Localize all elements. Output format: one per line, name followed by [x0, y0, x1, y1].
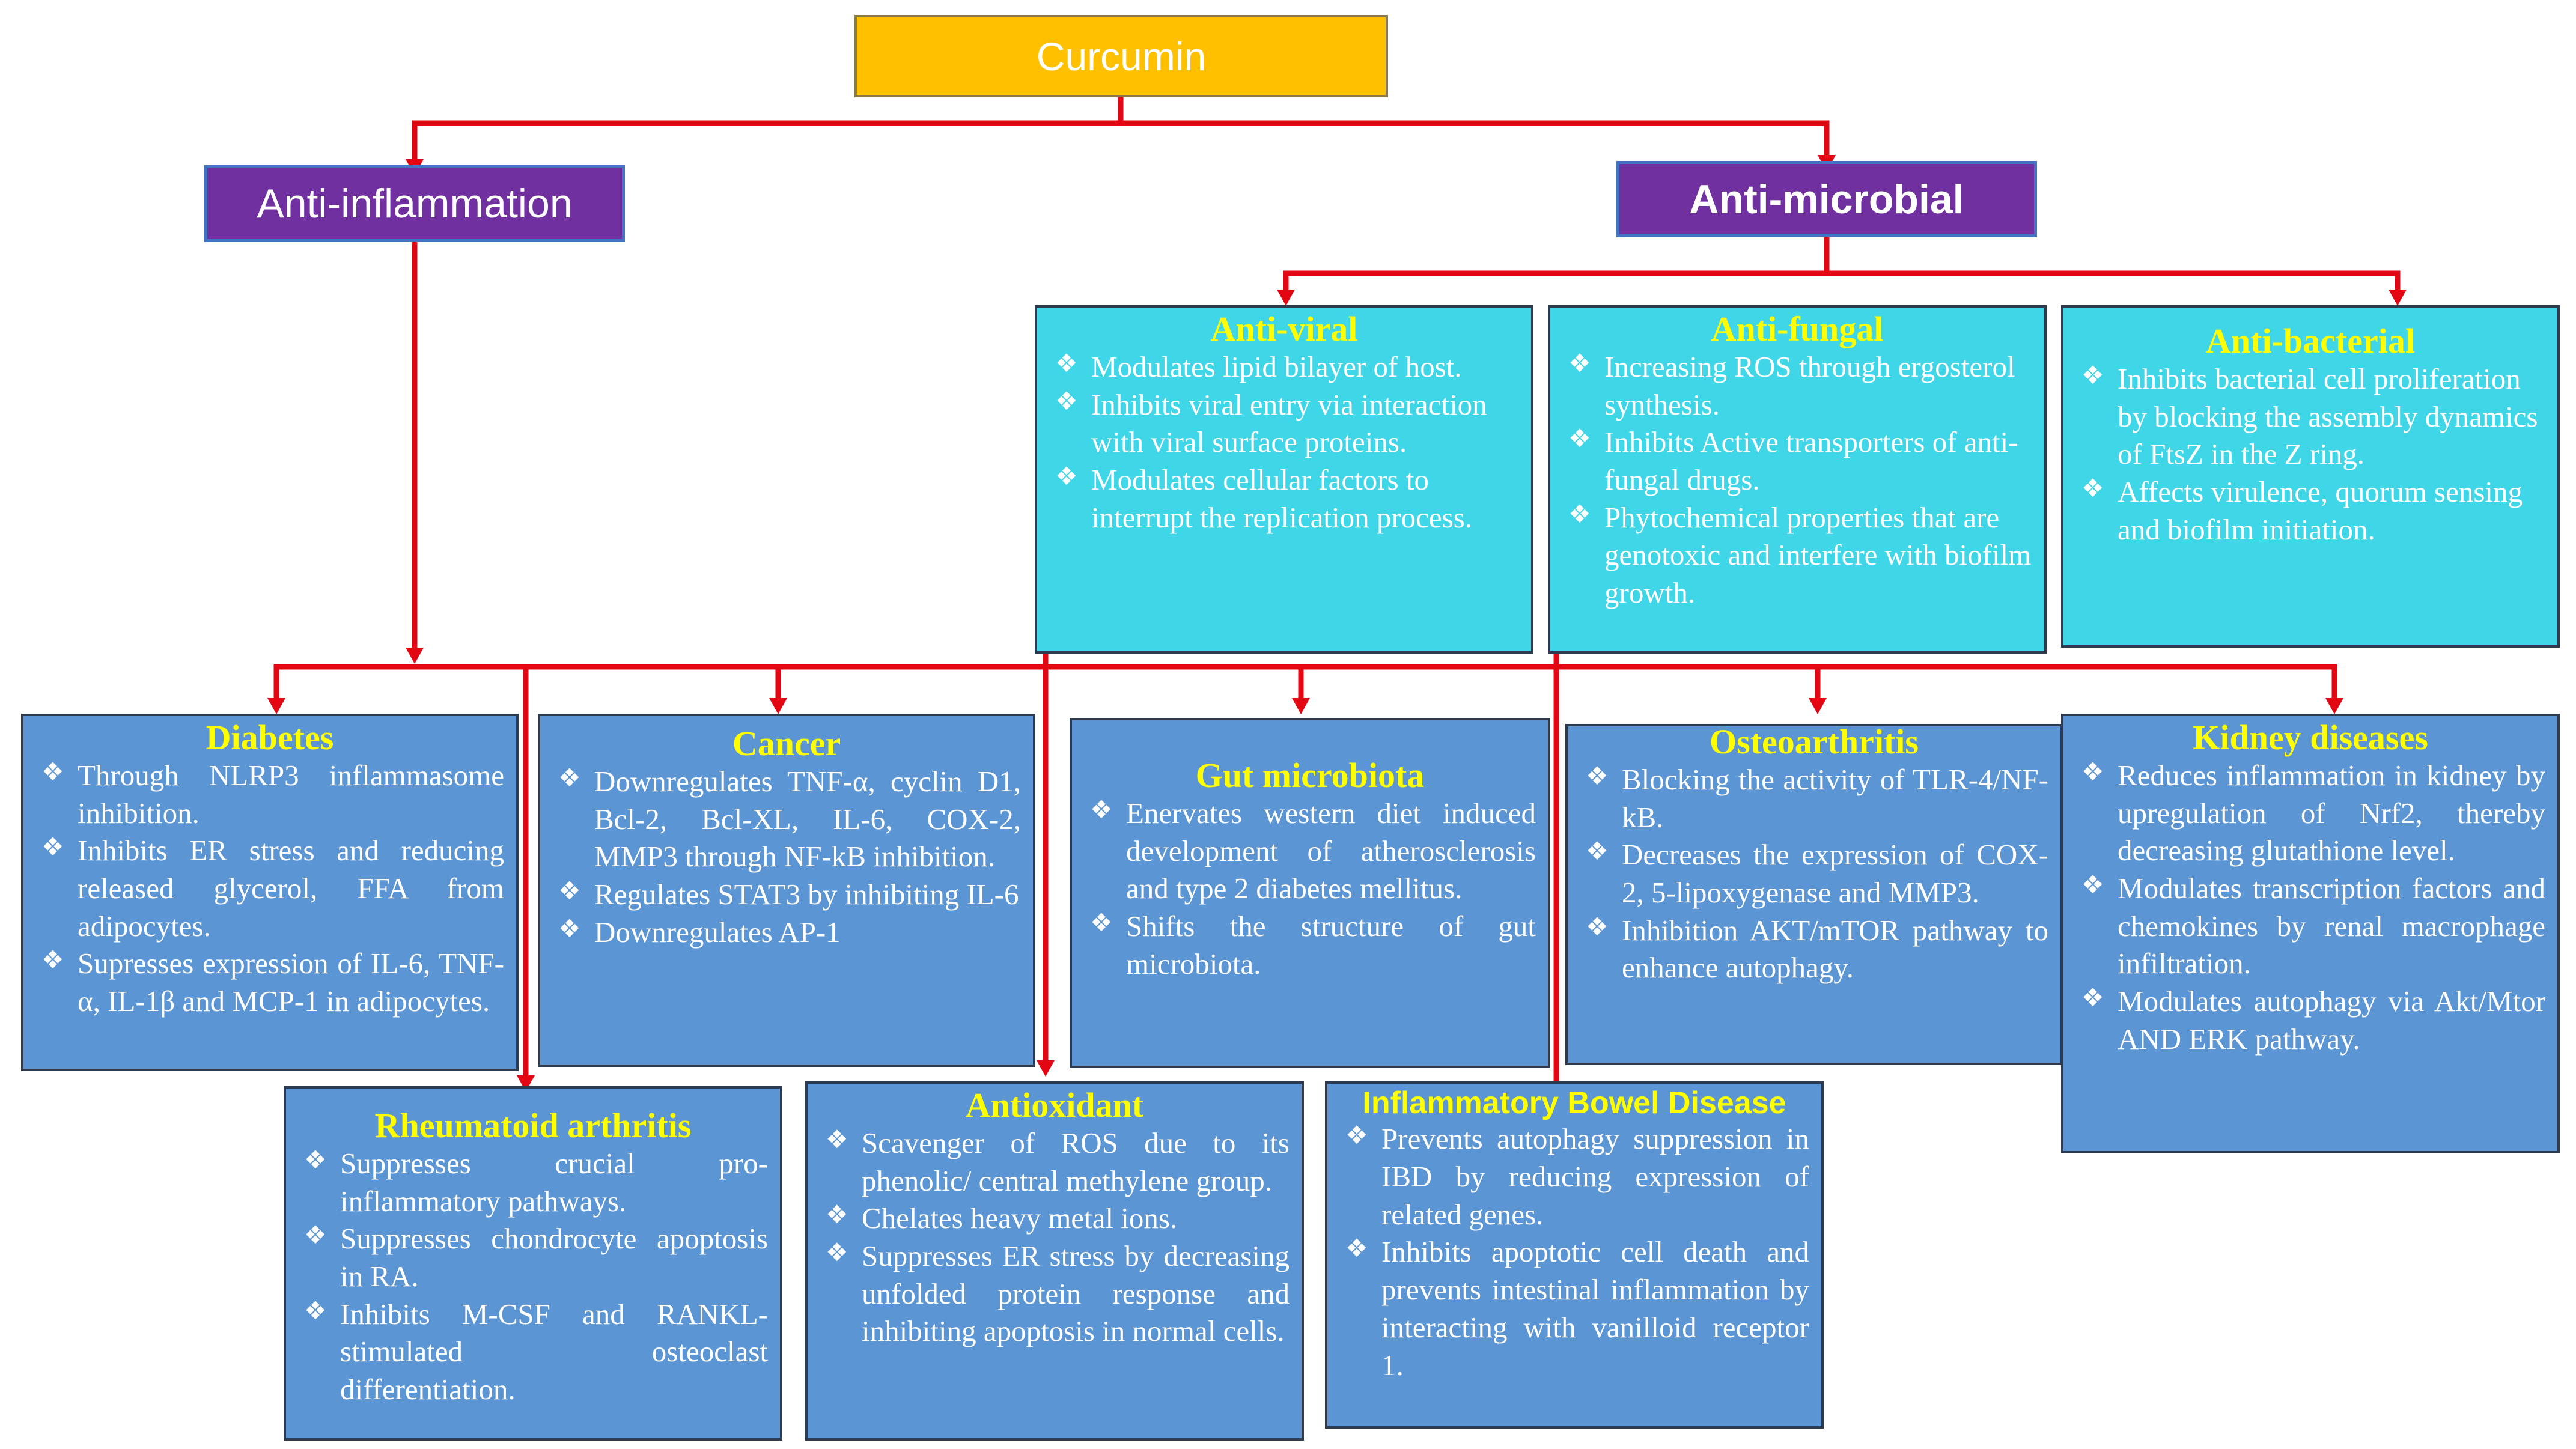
list-item: Modulates cellular factors to interrupt … [1053, 460, 1519, 536]
box-title: Kidney diseases [2193, 718, 2428, 757]
list-item: Inhibits bacterial cell proliferation by… [2079, 359, 2545, 473]
list-item: Chelates heavy metal ions. [823, 1198, 1290, 1238]
box-title: Anti-bacterial [2206, 321, 2415, 360]
box-inflammatory-bowel-disease: Inflammatory Bowel Disease Prevents auto… [1325, 1081, 1824, 1429]
list-item: Modulates lipid bilayer of host. [1053, 347, 1519, 386]
root-label: Curcumin [1036, 34, 1207, 79]
list-item: Inhibits ER stress and reducing released… [39, 831, 504, 945]
list-item: Shifts the structure of gut microbiota. [1088, 907, 1536, 983]
list-item: Inhibits apoptotic cell death and preven… [1343, 1232, 1809, 1384]
box-anti-bacterial: Anti-bacterial Inhibits bacterial cell p… [2061, 305, 2560, 648]
box-anti-viral: Anti-viral Modulates lipid bilayer of ho… [1035, 305, 1533, 654]
box-title: Diabetes [206, 718, 334, 757]
list-item: Enervates western diet induced developme… [1088, 794, 1536, 908]
list-item: Scavenger of ROS due to its phenolic/ ce… [823, 1123, 1290, 1200]
list-item: Through NLRP3 inflammasome inhibition. [39, 756, 504, 832]
box-title: Antioxidant [965, 1086, 1144, 1125]
box-title: Gut microbiota [1195, 756, 1425, 795]
box-cancer: Cancer Downregulates TNF-α, cyclin D1, B… [538, 714, 1035, 1067]
box-rheumatoid-arthritis: Rheumatoid arthritis Suppresses crucial … [284, 1086, 782, 1441]
list-item: Regulates STAT3 by inhibiting IL-6 [556, 875, 1021, 914]
box-anti-fungal: Anti-fungal Increasing ROS through ergos… [1548, 305, 2047, 654]
connector-microbial [1283, 234, 2401, 299]
box-title: Rheumatoid arthritis [374, 1106, 692, 1145]
list-item: Inhibits M-CSF and RANKL-stimulated oste… [302, 1295, 768, 1409]
list-item: Suppresses crucial pro-inflammatory path… [302, 1144, 768, 1220]
list-item: Affects virulence, quorum sensing and bi… [2079, 472, 2545, 548]
category-label: Anti-inflammation [257, 181, 573, 226]
box-antioxidant: Antioxidant Scavenger of ROS due to its … [805, 1081, 1304, 1441]
root-curcumin: Curcumin [854, 15, 1388, 97]
list-item: Suppresses chondrocyte apoptosis in RA. [302, 1219, 768, 1295]
list-item: Inhibits viral entry via interaction wit… [1053, 385, 1519, 461]
list-item: Downregulates AP-1 [556, 913, 1021, 952]
list-item: Reduces inflammation in kidney by upregu… [2079, 756, 2545, 870]
box-title: Osteoarthritis [1710, 724, 1919, 761]
list-item: Modulates transcription factors and chem… [2079, 869, 2545, 983]
list-item: Modulates autophagy via Akt/Mtor AND ERK… [2079, 982, 2545, 1058]
list-item: Blocking the activity of TLR-4/NF-kB. [1583, 760, 2048, 836]
category-anti-inflammation: Anti-inflammation [204, 165, 625, 242]
box-title: Cancer [732, 724, 841, 763]
list-item: Decreases the expression of COX-2, 5-lip… [1583, 835, 2048, 911]
list-item: Prevents autophagy suppression in IBD by… [1343, 1119, 1809, 1233]
list-item: Phytochemical properties that are genoto… [1566, 498, 2032, 612]
box-title: Anti-fungal [1711, 309, 1884, 348]
list-item: Inhibition AKT/mTOR pathway to enhance a… [1583, 911, 2048, 987]
list-item: Supresses expression of IL-6, TNF-α, IL-… [39, 944, 504, 1020]
category-anti-microbial: Anti-microbial [1616, 161, 2037, 237]
list-item: Downregulates TNF-α, cyclin D1, Bcl-2, B… [556, 762, 1021, 876]
box-title: Inflammatory Bowel Disease [1362, 1086, 1786, 1120]
list-item: Increasing ROS through ergosterol synthe… [1566, 347, 2032, 424]
list-item: Inhibits Active transporters of anti-fun… [1566, 422, 2032, 499]
box-gut-microbiota: Gut microbiota Enervates western diet in… [1070, 718, 1550, 1068]
box-osteoarthritis: Osteoarthritis Blocking the activity of … [1565, 724, 2063, 1065]
box-title: Anti-viral [1210, 309, 1358, 348]
list-item: Suppresses ER stress by decreasing unfol… [823, 1236, 1290, 1350]
category-label: Anti-microbial [1689, 176, 1964, 222]
box-kidney-diseases: Kidney diseases Reduces inflammation in … [2061, 714, 2560, 1153]
box-diabetes: Diabetes Through NLRP3 inflammasome inhi… [21, 714, 519, 1071]
connector-root [412, 93, 1830, 168]
